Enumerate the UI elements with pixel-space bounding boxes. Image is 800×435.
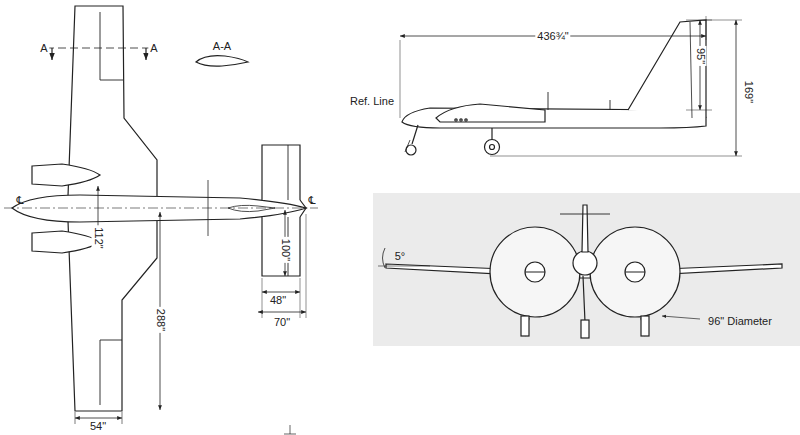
dimension-label: 96" Diameter [706,315,774,328]
dimension-label: 54" [88,420,108,433]
dimension-label: 436¾" [535,30,570,43]
dimension-label: 95" [694,46,707,66]
dimension-label: 288" [154,307,167,333]
dimension-label: 48" [268,294,288,307]
centerline-symbol: ℄ [14,194,25,207]
dimension-label: 100" [279,237,292,263]
dimension-label: 169" [742,79,755,105]
reference-label: Ref. Line [348,95,396,108]
section-mark: A [148,42,159,55]
dimension-label: 112" [92,225,105,250]
centerline-symbol: ℄ [306,194,317,207]
section-mark: A [38,42,49,55]
dimension-label: 70" [272,316,292,329]
angle-label: 5° [393,250,408,263]
section-label: A-A [211,40,233,53]
